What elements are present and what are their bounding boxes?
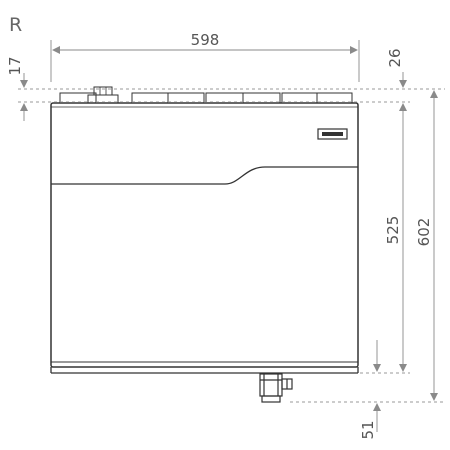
total-height-label: 602 bbox=[415, 218, 433, 247]
front-panel-curve bbox=[51, 166, 358, 185]
dimension-top-offset-small: 17 bbox=[6, 56, 28, 121]
view-label: R bbox=[9, 14, 22, 36]
brand-badge bbox=[317, 128, 348, 140]
brand-badge-mark bbox=[322, 132, 343, 136]
body-height-label: 525 bbox=[384, 216, 402, 245]
bottom-pipe-label: 51 bbox=[359, 420, 377, 439]
dimension-bottom-pipe: 51 bbox=[359, 340, 381, 440]
dimension-top-offset-right: 26 bbox=[386, 48, 407, 88]
dimension-body-height: 525 bbox=[384, 103, 407, 372]
bottom-fitting-body bbox=[259, 373, 283, 397]
reference-lines bbox=[18, 88, 445, 403]
dimension-width: 598 bbox=[50, 31, 360, 82]
unit-outline bbox=[50, 86, 359, 374]
top-fitting-nut bbox=[93, 86, 113, 96]
dimension-total-height: 602 bbox=[415, 90, 438, 401]
top-small-label: 17 bbox=[6, 56, 24, 75]
bottom-pipe-fitting bbox=[259, 373, 293, 403]
housing bbox=[50, 102, 359, 368]
bottom-fitting-outlet bbox=[261, 395, 281, 403]
width-label: 598 bbox=[191, 31, 220, 49]
top-right-label: 26 bbox=[386, 48, 404, 67]
